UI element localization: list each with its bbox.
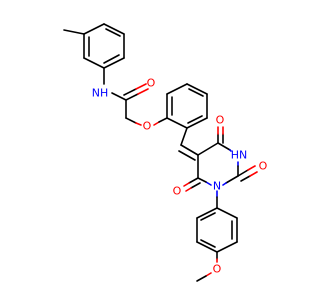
bond-inner: [200, 212, 216, 221]
bond: [166, 117, 188, 129]
ring-nh-label: HN: [231, 149, 248, 162]
bond-phenyl-vinyl: [180, 127, 188, 146]
bond-c2-o-2-red: [249, 171, 258, 177]
bond-c2-o: [237, 169, 249, 177]
bond-ome-methyl: [196, 275, 207, 282]
chemical-structure-diagram: NH O O O HN O O N O: [63, 23, 268, 282]
ring-nitrogen-label: N: [213, 180, 221, 193]
bond-blue: [222, 182, 227, 186]
ring-oxygen-left-label: O: [173, 185, 182, 198]
tolyl-ring: [63, 23, 125, 69]
bond-c6-o: [188, 177, 199, 184]
bond-blue: [229, 149, 232, 152]
bond-nh-carbonyl: [111, 92, 127, 101]
bond-vinyl-double-2: [178, 150, 196, 161]
ring-oxygen-right-label: O: [259, 160, 268, 173]
bond-ome-methyl-red: [205, 272, 212, 277]
bond: [197, 142, 219, 156]
amide-nh-label: NH: [92, 87, 109, 100]
bond-inner: [200, 239, 216, 248]
bond-o-phenyl: [158, 117, 168, 123]
bond-carbonyl-o: [125, 93, 139, 101]
bond-carbonyl-o-red: [137, 88, 149, 95]
bond: [225, 175, 239, 184]
bond: [216, 241, 238, 253]
bond-blue: [205, 181, 212, 186]
phenyl-ring: [166, 83, 208, 129]
bond-c2-o-red: [247, 165, 256, 171]
bond-inner: [105, 28, 121, 37]
bond-inner: [188, 88, 204, 97]
bond-c6-o-2: [190, 182, 201, 189]
bond: [103, 57, 125, 69]
bond-c6-o-2-red: [185, 187, 192, 192]
bond-inner: [103, 54, 120, 64]
bond-vinyl-double: [180, 144, 199, 156]
bond-carbonyl-o-2-red: [135, 83, 147, 90]
bond: [197, 177, 207, 183]
bond: [216, 207, 238, 219]
bond: [83, 23, 105, 35]
bond: [186, 117, 208, 129]
bond-c2-o-2: [240, 175, 251, 182]
bond: [83, 57, 105, 69]
bond-carbonyl-o-2: [123, 88, 137, 96]
bond-ch2-o-red: [135, 122, 142, 126]
methoxyphenyl-ring: [196, 207, 238, 253]
bond-methyl: [63, 29, 85, 35]
amide-oxygen-label: O: [147, 77, 156, 90]
bond: [196, 241, 218, 253]
bond: [103, 23, 125, 35]
bond: [186, 83, 208, 95]
bond-c6-o-red: [183, 182, 190, 187]
bond: [166, 83, 188, 95]
bond-ch2-o: [125, 117, 137, 124]
bond: [217, 142, 231, 151]
bond-o-phenyl-red: [153, 121, 160, 126]
pyrimidine-ring: [197, 142, 239, 186]
ether-oxygen-label: O: [143, 120, 152, 133]
bond: [196, 207, 218, 219]
bond-inner: [187, 115, 203, 124]
methoxy-oxygen-label: O: [213, 263, 222, 276]
ring-oxygen-top-label: O: [216, 114, 225, 127]
